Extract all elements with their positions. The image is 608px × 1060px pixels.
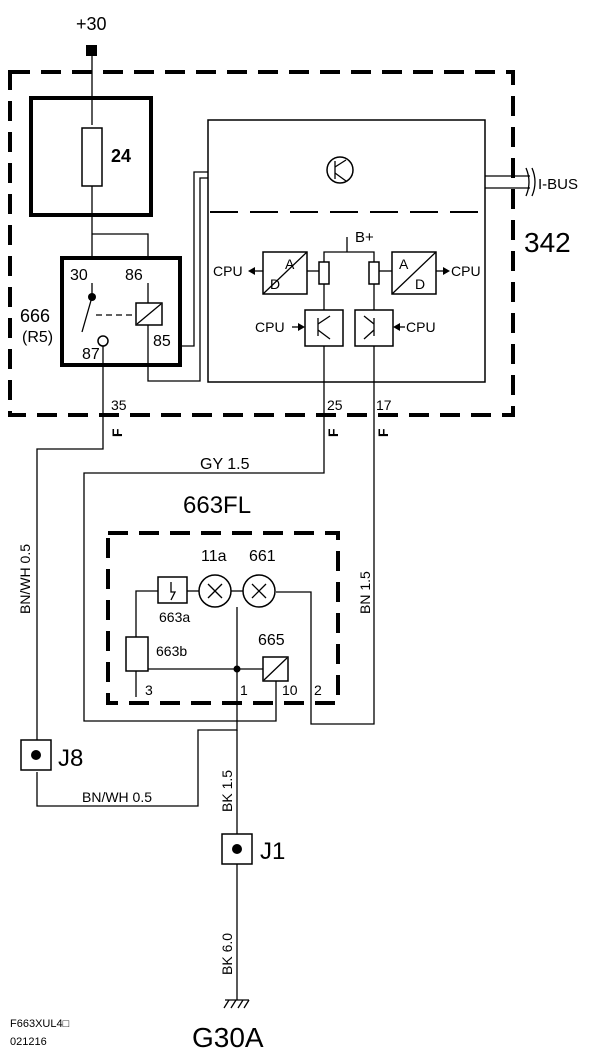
arrow-icon: [298, 323, 305, 331]
control-module-border: [8, 70, 515, 417]
cpu-label-4: CPU: [406, 319, 436, 335]
f-label-2: F: [325, 428, 341, 437]
ground-label: G30A: [192, 1022, 264, 1053]
cpu-label-2: CPU: [451, 263, 481, 279]
resistor-right: [368, 261, 380, 285]
resistor-left: [318, 261, 330, 285]
gy-wire: [83, 346, 325, 722]
label-665: 665: [258, 632, 285, 649]
ad-left-a: A: [285, 256, 295, 272]
relay-pin86: 86: [125, 267, 143, 284]
switch-unit-id: 663FL: [183, 492, 251, 519]
cpu-label-3: CPU: [255, 319, 285, 335]
switch-665-diagonal: [263, 657, 288, 681]
led-663a: [157, 576, 188, 604]
bnwh-horizontal-label: BN/WH 0.5: [82, 789, 152, 805]
bk15-label: BK 1.5: [219, 770, 235, 812]
relay85-to-ecu-wire: [180, 171, 208, 347]
gy-label: GY 1.5: [200, 456, 250, 473]
bn-wire: [276, 346, 375, 725]
label-663b: 663b: [156, 643, 187, 659]
switch-unit-border: [106, 531, 340, 705]
arrow-icon: [248, 267, 255, 275]
bk60-label: BK 6.0: [219, 933, 235, 975]
connector-j8-pin: [31, 750, 41, 760]
j8-label: J8: [58, 745, 83, 772]
ad-right-a: A: [399, 256, 409, 272]
junction-dot: [233, 665, 241, 673]
lamp-661-cross-2: [251, 583, 267, 599]
relay-pin87: 87: [82, 346, 100, 363]
label-11a: 11a: [201, 548, 227, 565]
ibus-connector-right: [531, 167, 536, 197]
bnwh-wire: [36, 346, 104, 756]
driver-left: [304, 309, 344, 347]
relay-box: [60, 256, 182, 367]
f-label-1: F: [109, 428, 125, 437]
relay-pin30: 30: [70, 267, 88, 284]
component-663b: [125, 636, 149, 672]
driver-right-emitter: [363, 329, 375, 340]
driver-left-collector: [317, 315, 331, 325]
relay-return-wire: [147, 177, 208, 382]
j1-label: J1: [260, 838, 285, 865]
arrow-icon: [393, 323, 400, 331]
driver-left-emitter: [317, 329, 331, 340]
label-661: 661: [249, 548, 276, 565]
driver-right-collector: [363, 315, 375, 325]
bnwh-return-wire: [36, 697, 238, 807]
relay-sub: (R5): [22, 329, 53, 346]
ad-left-d: D: [270, 276, 280, 292]
pin3-label: 3: [145, 682, 153, 698]
cpu-label-1: CPU: [213, 263, 243, 279]
pin17-label: 17: [376, 397, 392, 413]
supply-terminal: [86, 45, 97, 56]
connector-j1-pin: [232, 844, 242, 854]
relay-contact-87: [97, 335, 109, 347]
lamp-11a-cross-2: [207, 583, 223, 599]
relay-coil-diagonal: [136, 303, 162, 325]
pin1-label: 1: [240, 682, 248, 698]
f-label-3: F: [375, 428, 391, 437]
transistor-collector: [334, 159, 347, 168]
pin10-label: 10: [282, 682, 298, 698]
pin2-label: 2: [314, 682, 322, 698]
bnwh-vertical-label: BN/WH 0.5: [17, 544, 33, 614]
ad-converter-right-diagonal: [391, 251, 437, 295]
relay-pin85: 85: [153, 333, 171, 350]
pin35-label: 35: [111, 397, 127, 413]
ground-icon: [223, 999, 250, 1009]
footer-code: F663XUL4□: [10, 1018, 70, 1030]
ecu-id: 342: [524, 227, 571, 258]
arrow-icon: [443, 267, 450, 275]
fuse-element: [81, 127, 103, 187]
ibus-connector-left: [525, 167, 530, 197]
bplus-rail: [323, 251, 375, 262]
led-to-663b-wire: [135, 590, 158, 637]
transistor-emitter: [334, 172, 347, 182]
relay-switch-contact: [81, 296, 93, 333]
ad-right-d: D: [415, 276, 425, 292]
pin25-label: 25: [327, 397, 343, 413]
fuse-box: [29, 96, 153, 217]
lightning-icon: [170, 582, 177, 601]
relay-id: 666: [20, 306, 50, 326]
fuse-label: 24: [111, 146, 131, 166]
bn-label: BN 1.5: [357, 571, 373, 614]
supply-label: +30: [76, 14, 107, 34]
transistor-icon: [326, 156, 354, 184]
ibus-label: I-BUS: [538, 176, 578, 193]
label-663a: 663a: [159, 609, 190, 625]
bplus-label: B+: [355, 229, 374, 246]
relay-coil-supply-wire: [92, 233, 149, 260]
footer-date: 021216: [10, 1036, 47, 1048]
ad-converter-left-diagonal: [262, 251, 308, 295]
